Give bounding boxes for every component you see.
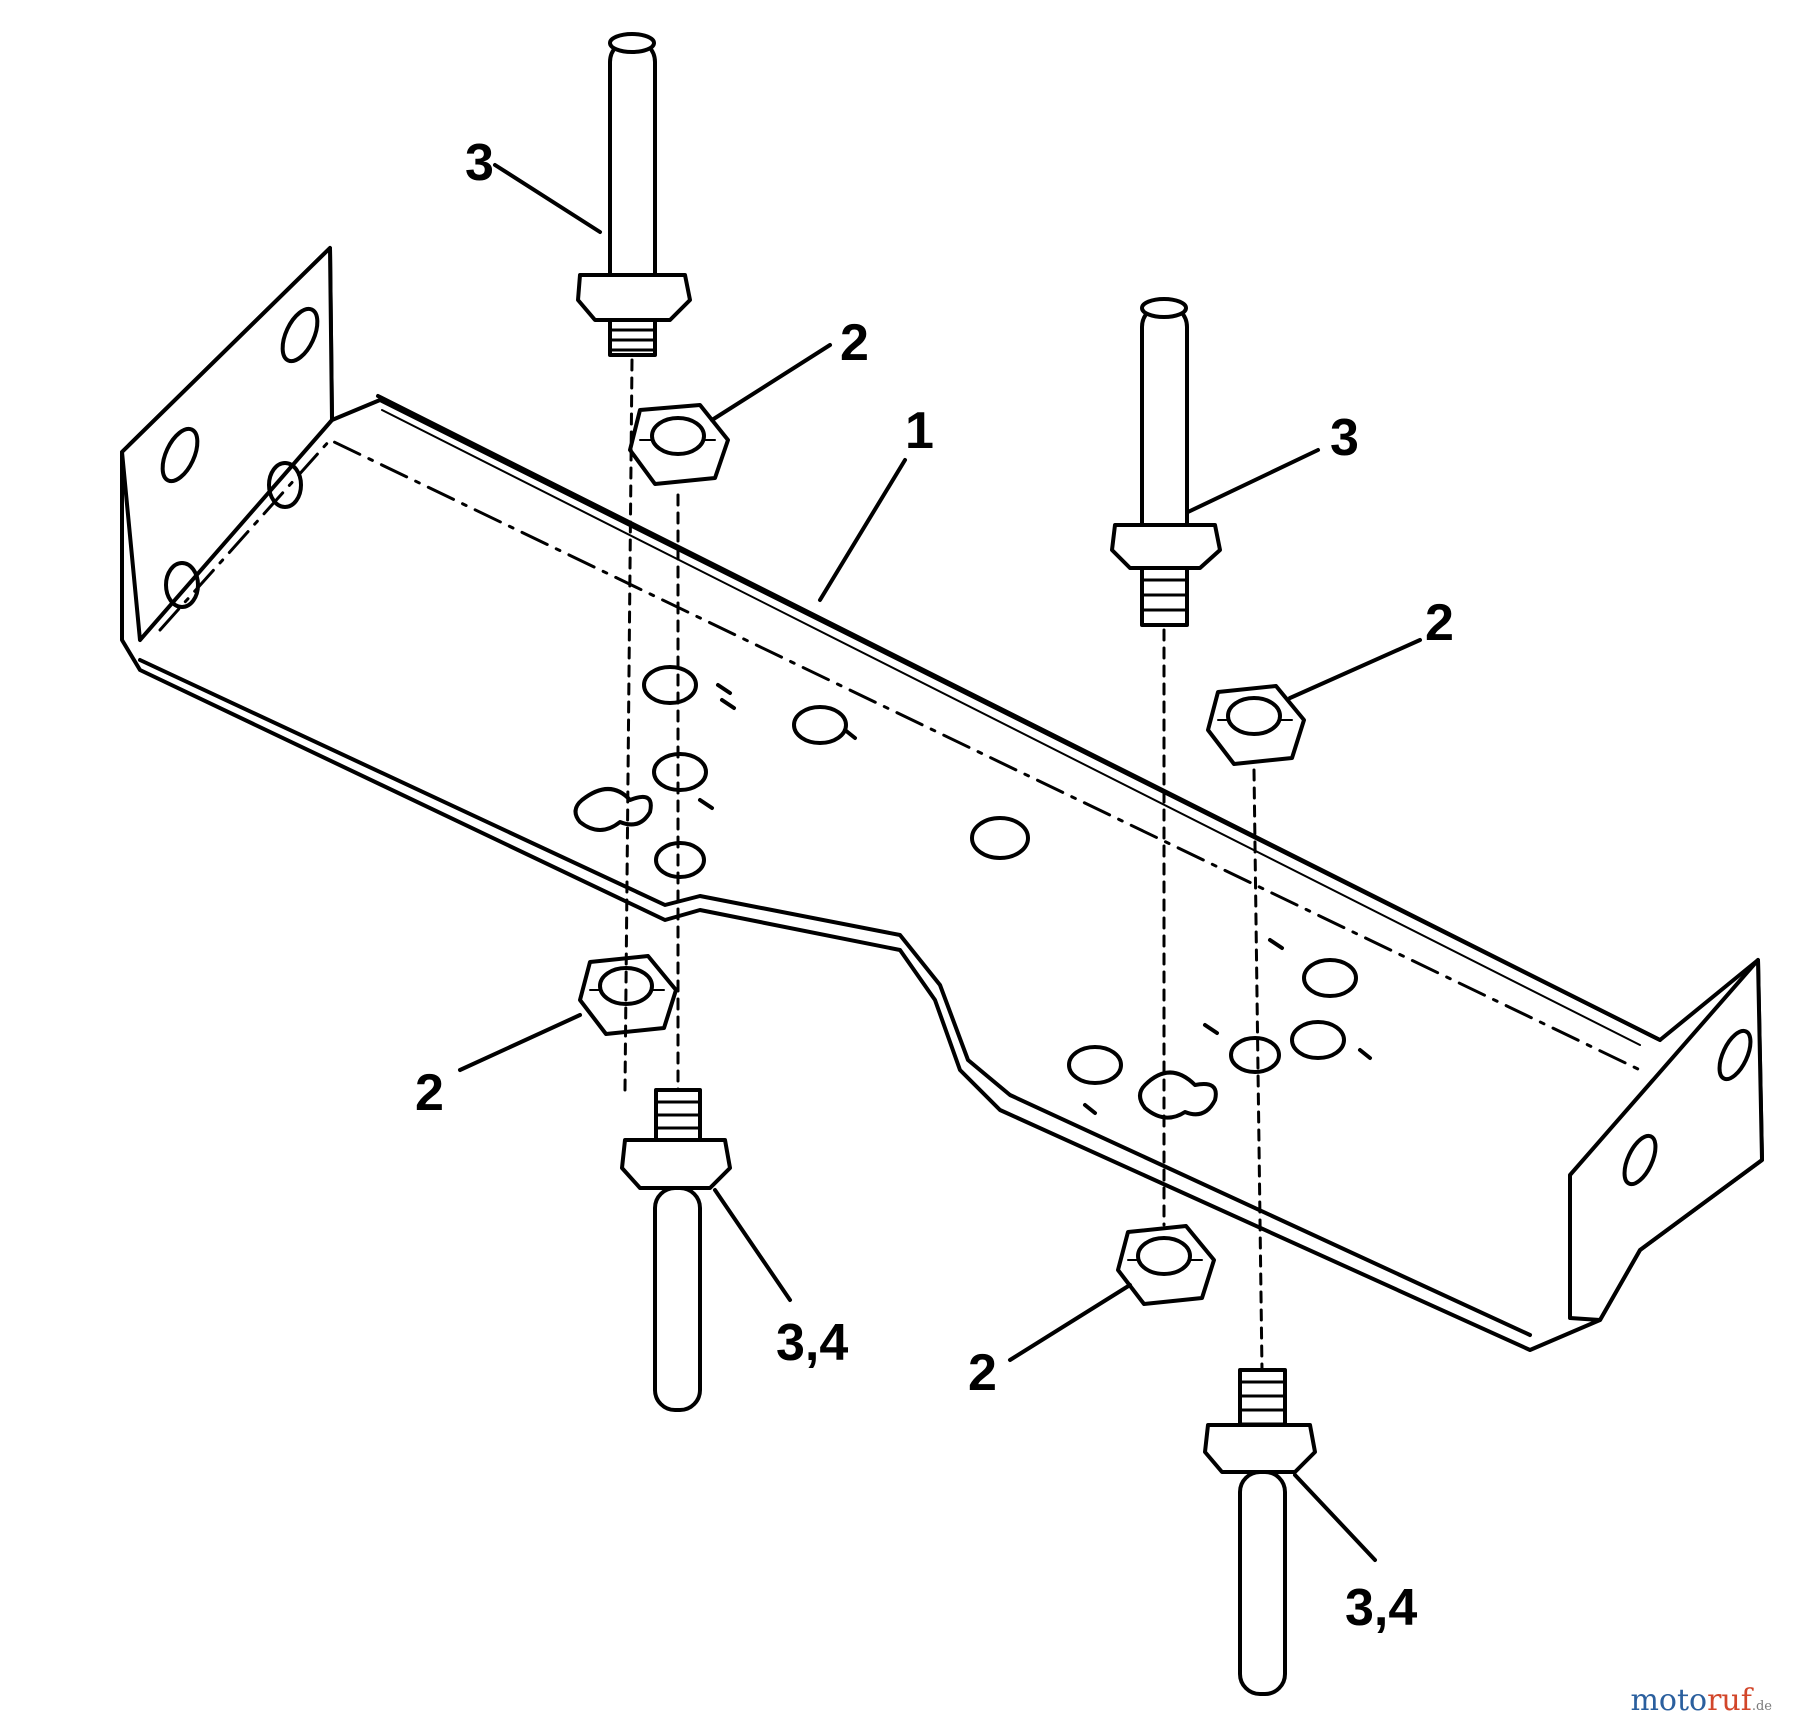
hex-nut-right-upper [1206, 684, 1306, 766]
watermark-part-3: .de [1751, 1699, 1772, 1714]
hex-nut-right-lower [1116, 1224, 1216, 1306]
hex-nut-lower-left [578, 954, 678, 1036]
callout-2-right-upper: 2 [1425, 594, 1454, 652]
callout-34-lower-right: 3,4 [1345, 1579, 1417, 1637]
watermark-part-2: ruf [1707, 1683, 1752, 1718]
stud-upper-right [1110, 297, 1222, 627]
callout-2-lower-left: 2 [415, 1064, 444, 1122]
callout-3-upper-right: 3 [1330, 409, 1359, 467]
callout-1-bracket: 1 [905, 402, 934, 460]
alignment-lines [623, 358, 1264, 1372]
site-watermark: motoruf.de [1630, 1683, 1772, 1718]
callout-3-upper-left: 3 [465, 134, 494, 192]
callout-2-upper-left: 2 [840, 314, 869, 372]
hex-nut-upper-left [628, 403, 730, 486]
stud-lower-left [620, 1088, 732, 1412]
mounting-bracket [120, 246, 1764, 1352]
callout-34-lower-left: 3,4 [776, 1314, 848, 1372]
watermark-part-1: moto [1630, 1683, 1708, 1718]
callout-labels: 3 2 1 3 2 2 3,4 2 3,4 [415, 134, 1454, 1637]
callout-2-right-lower: 2 [968, 1344, 997, 1402]
leader-lines [458, 163, 1422, 1562]
stud-upper-left [576, 32, 692, 357]
stud-lower-right [1203, 1368, 1317, 1696]
